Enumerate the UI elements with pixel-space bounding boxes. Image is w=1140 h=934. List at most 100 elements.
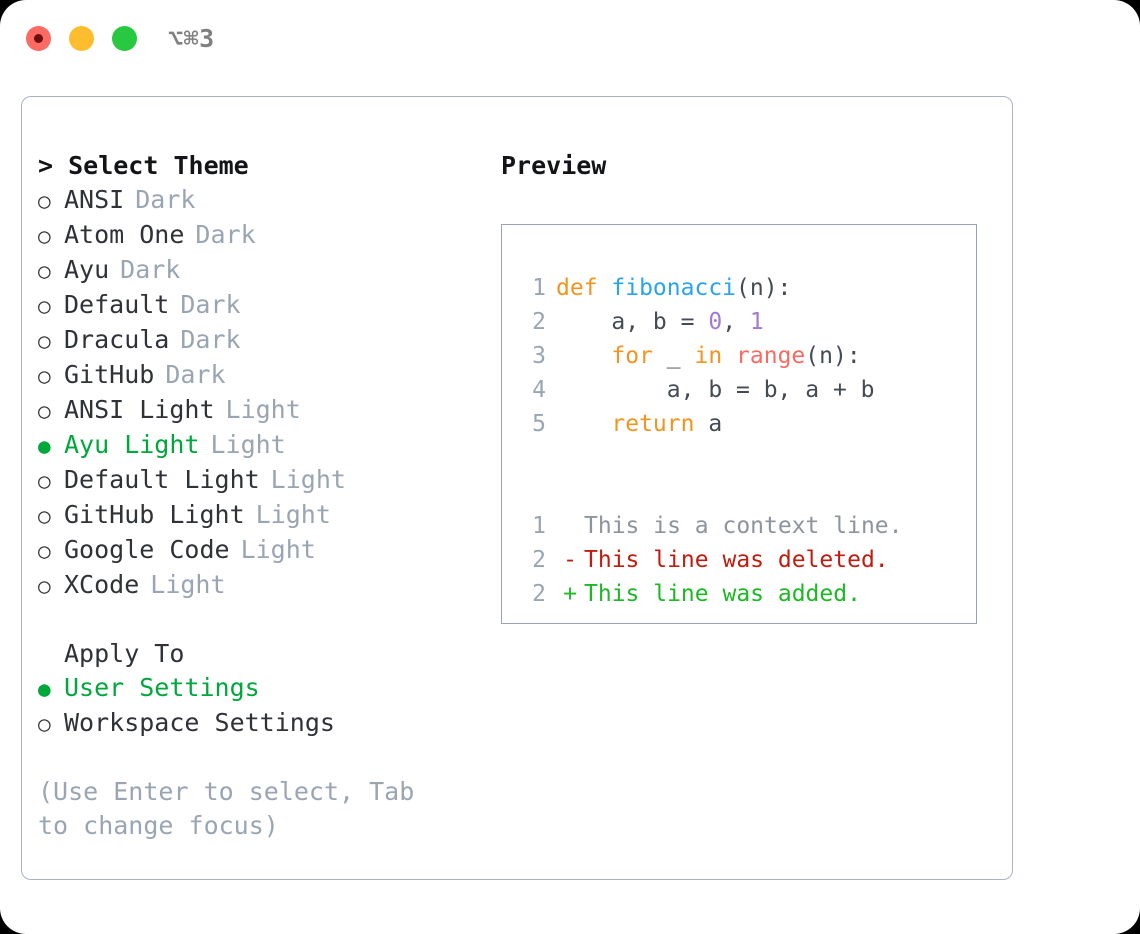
apply-to-option-label: Workspace Settings (64, 708, 335, 737)
diff-marker: - (563, 547, 577, 573)
theme-variant-badge: Dark (135, 185, 196, 214)
preview-heading: Preview (501, 151, 607, 180)
theme-option-label: GitHub Light (64, 500, 245, 529)
minimize-button[interactable] (69, 26, 94, 51)
code-line: 4 a, b = b, a + b (502, 373, 976, 407)
apply-to-list[interactable]: ●User Settings ○ Workspace Settings (38, 671, 508, 741)
code-token-kw: def (556, 275, 612, 301)
code-token-pn: a, b = b, a + b (556, 377, 875, 403)
code-line: 5 return a (502, 407, 976, 441)
theme-option-dracula[interactable]: ○ Dracula Dark (38, 323, 508, 358)
code-token-pn (722, 343, 736, 369)
code-token-pn: a, b = (556, 309, 709, 335)
theme-variant-badge: Light (210, 430, 286, 459)
radio-unselected-icon: ○ (38, 259, 51, 283)
title-bar: ⌥⌘3 (0, 0, 1140, 78)
theme-option-label: Dracula (64, 325, 170, 354)
code-line-text: return a (556, 407, 722, 441)
diff-line-number: 2 (532, 547, 546, 573)
theme-option-label: GitHub (64, 360, 155, 389)
keyboard-shortcut-label: ⌥⌘3 (168, 24, 215, 53)
diff-marker: + (563, 581, 577, 607)
diff-marker (556, 509, 584, 543)
radio-unselected-icon: ○ (38, 329, 51, 353)
code-token-pn: _ (652, 343, 695, 369)
theme-variant-badge: Dark (195, 220, 256, 249)
traffic-lights (26, 26, 137, 51)
diff-sample: 1 This is a context line. 2-This line was… (502, 509, 976, 611)
code-token-pn: a (694, 411, 723, 437)
code-token-kw: return (611, 411, 695, 437)
code-token-num: 0 (708, 309, 723, 335)
theme-option-label: Atom One (64, 220, 185, 249)
diff-line-text: This line was added. (584, 581, 861, 607)
code-token-kw: in (694, 343, 723, 369)
diff-line-text: This is a context line. (584, 513, 903, 539)
code-line-text: def fibonacci(n): (556, 271, 791, 305)
theme-option-default[interactable]: ○ Default Dark (38, 288, 508, 323)
apply-to-option-label: User Settings (64, 673, 260, 702)
theme-variant-badge: Light (225, 395, 301, 424)
code-line: 3 for _ in range(n): (502, 339, 976, 373)
code-token-pn (556, 343, 611, 369)
radio-unselected-icon: ○ (38, 189, 51, 213)
radio-unselected-icon: ○ (38, 574, 51, 598)
diff-line-number: 1 (532, 513, 546, 539)
theme-variant-badge: Light (270, 465, 346, 494)
apply-to-heading: Apply To (64, 639, 185, 668)
maximize-button[interactable] (112, 26, 137, 51)
theme-variant-badge: Light (240, 535, 316, 564)
line-number: 4 (532, 377, 546, 403)
line-number: 3 (532, 343, 546, 369)
radio-unselected-icon: ○ (38, 712, 51, 736)
code-token-pn: (n): (805, 343, 861, 369)
keyboard-hint-text: (Use Enter to select, Tab to change focu… (38, 777, 415, 840)
theme-variant-badge: Dark (120, 255, 181, 284)
radio-unselected-icon: ○ (38, 224, 51, 248)
line-number: 1 (532, 275, 546, 301)
radio-unselected-icon: ○ (38, 539, 51, 563)
line-number: 5 (532, 411, 546, 437)
code-token-bi: range (736, 343, 806, 369)
code-line-text: a, b = 0, 1 (556, 305, 764, 339)
theme-variant-badge: Dark (180, 290, 241, 319)
code-token-pn: , (722, 309, 750, 335)
recording-indicator-icon (34, 34, 43, 43)
apply-to-option-user-settings[interactable]: ●User Settings (38, 671, 508, 706)
code-line-text: for _ in range(n): (556, 339, 861, 373)
radio-unselected-icon: ○ (38, 504, 51, 528)
code-token-pn (556, 411, 611, 437)
theme-option-label: Ayu (64, 255, 110, 284)
theme-option-label: Google Code (64, 535, 230, 564)
radio-unselected-icon: ○ (38, 399, 51, 423)
code-token-kw: for (611, 343, 653, 369)
diff-line-number: 2 (532, 581, 546, 607)
code-token-num: 1 (749, 309, 764, 335)
apply-to-option-workspace-settings[interactable]: ○ Workspace Settings (38, 706, 508, 741)
code-token-pn: (n): (736, 275, 792, 301)
close-button[interactable] (26, 26, 51, 51)
theme-option-ayu[interactable]: ○ Ayu Dark (38, 253, 508, 288)
theme-option-label: XCode (64, 570, 140, 599)
theme-variant-badge: Dark (180, 325, 241, 354)
code-token-fn: fibonacci (611, 275, 737, 301)
radio-unselected-icon: ○ (38, 294, 51, 318)
theme-variant-badge: Dark (165, 360, 226, 389)
theme-option-atom-one[interactable]: ○ Atom One Dark (38, 218, 508, 253)
theme-option-label: Ayu Light (64, 430, 200, 459)
theme-option-google-code[interactable]: ○ Google Code Light (38, 533, 508, 568)
theme-option-label: Default (64, 290, 170, 319)
code-line: 1 def fibonacci(n): (502, 271, 976, 305)
